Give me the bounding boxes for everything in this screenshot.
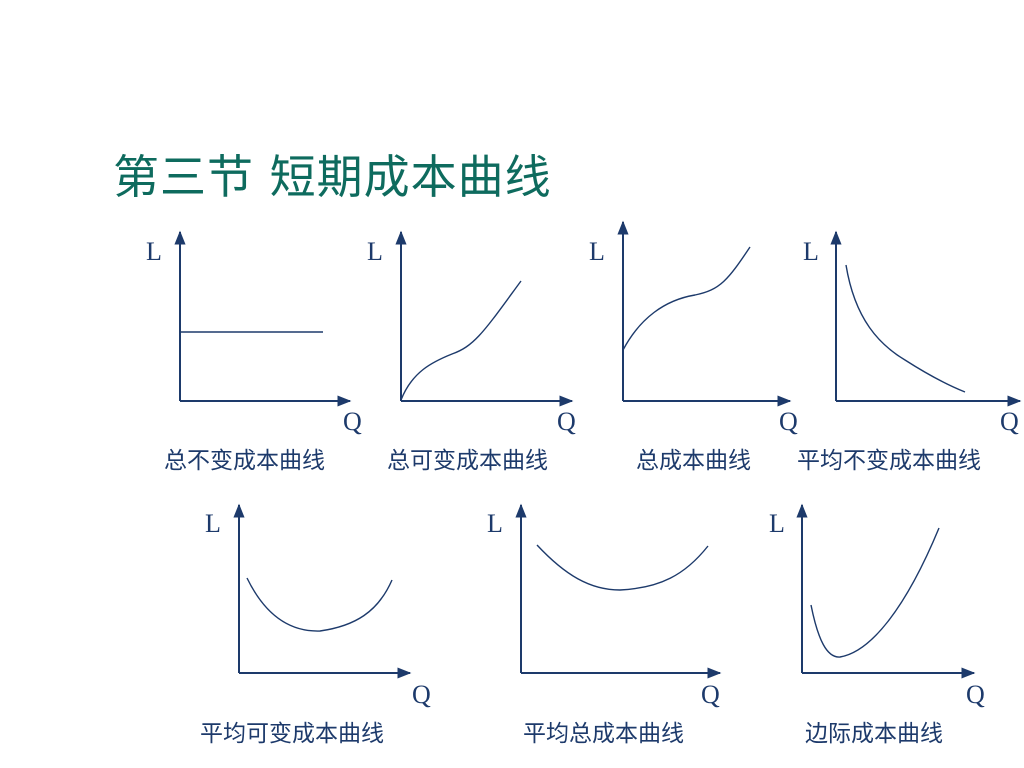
chart-average-fixed-cost: L Q 平均不变成本曲线: [797, 230, 1022, 473]
chart-caption: 平均不变成本曲线: [797, 448, 981, 473]
x-axis-label: Q: [966, 680, 985, 709]
chart-marginal-cost: L Q 边际成本曲线: [769, 503, 985, 746]
x-axis-label: Q: [343, 407, 362, 436]
y-axis-label: L: [146, 237, 162, 266]
cost-curve: [622, 246, 751, 351]
chart-total-fixed-cost: L Q 总不变成本曲线: [146, 230, 362, 473]
cost-curve: [810, 527, 940, 658]
chart-caption: 平均总成本曲线: [523, 721, 684, 746]
chart-caption: 总成本曲线: [636, 448, 751, 473]
chart-total-variable-cost: L Q 总可变成本曲线: [367, 230, 576, 473]
x-axis-label: Q: [1000, 407, 1019, 436]
chart-caption: 总可变成本曲线: [387, 448, 548, 473]
chart-caption: 边际成本曲线: [805, 721, 943, 746]
chart-caption: 总不变成本曲线: [164, 448, 325, 473]
x-axis-label: Q: [557, 407, 576, 436]
chart-average-variable-cost: L Q 平均可变成本曲线: [200, 503, 431, 746]
y-axis-label: L: [205, 509, 221, 538]
x-axis-label: Q: [701, 680, 720, 709]
y-axis-label: L: [803, 237, 819, 266]
cost-curve: [400, 280, 522, 401]
cost-curve: [536, 544, 709, 591]
y-axis-label: L: [769, 509, 785, 538]
chart-caption: 平均可变成本曲线: [200, 721, 384, 746]
cost-curve: [246, 577, 393, 632]
chart-total-cost: L Q 总成本曲线: [589, 220, 798, 473]
cost-curve: [845, 264, 966, 393]
y-axis-label: L: [589, 237, 605, 266]
chart-average-total-cost: L Q 平均总成本曲线: [487, 503, 722, 746]
slide-title: 第三节 短期成本曲线: [113, 150, 552, 204]
y-axis-label: L: [367, 237, 383, 266]
x-axis-label: Q: [412, 680, 431, 709]
x-axis-label: Q: [779, 407, 798, 436]
y-axis-label: L: [487, 509, 503, 538]
